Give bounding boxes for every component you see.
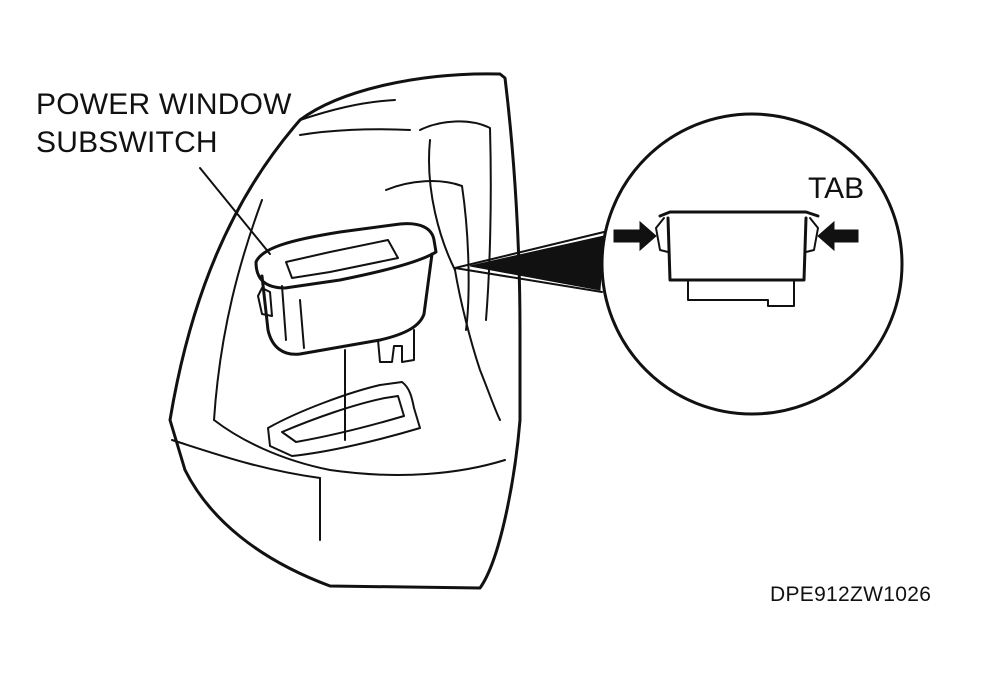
power-window-subswitch (199, 167, 438, 363)
tab-label: TAB (808, 172, 865, 205)
armrest-trim (168, 72, 522, 590)
figure-code: DPE912ZW1026 (770, 583, 932, 606)
mounting-recess (267, 349, 421, 457)
component-label-line-2: SUBSWITCH (36, 126, 218, 159)
detail-callout-cone (454, 231, 605, 293)
arrow-left-icon (817, 220, 859, 252)
component-label-line-1: POWER WINDOW (36, 88, 292, 121)
arrow-right-icon (613, 220, 657, 252)
detail-magnifier-circle (600, 112, 904, 416)
